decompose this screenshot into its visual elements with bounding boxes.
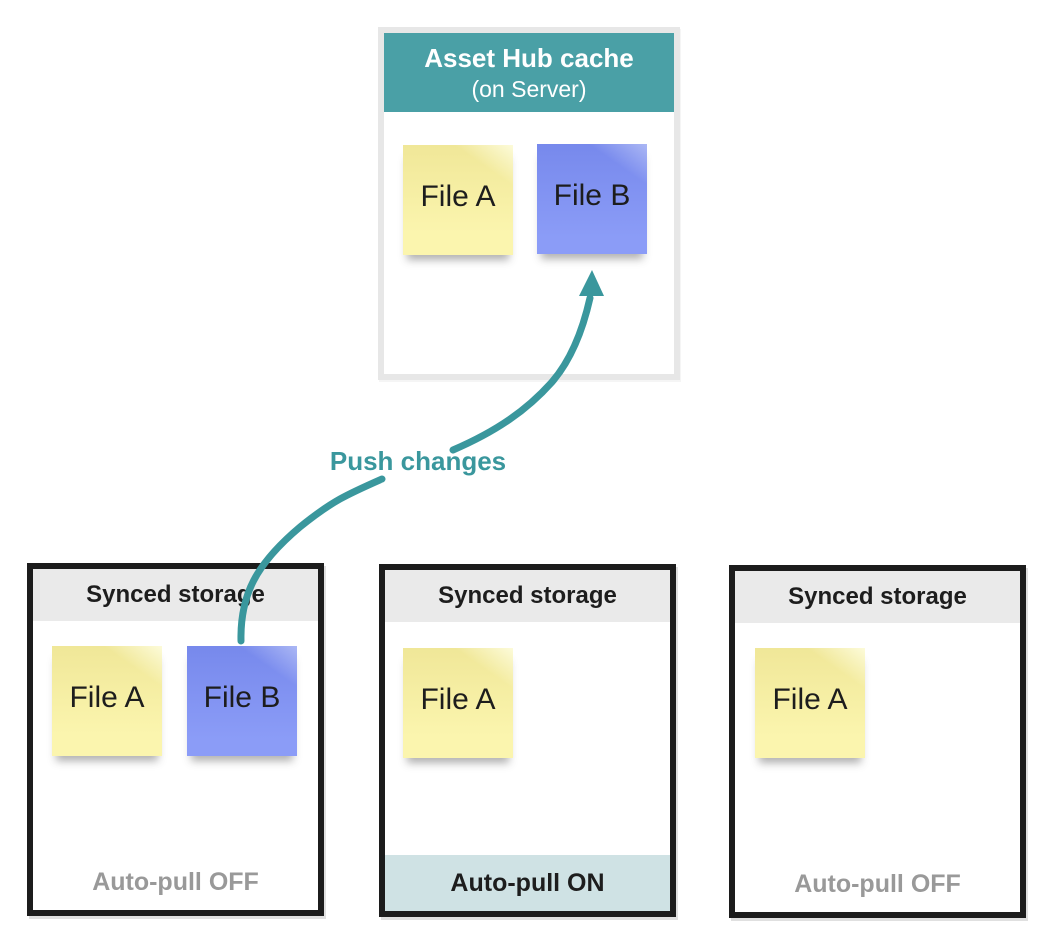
storage2-file-note-a: File A: [403, 648, 513, 758]
storage1-file-note-a: File A: [52, 646, 162, 756]
storage-header: Synced storage: [33, 569, 318, 621]
file-label: File A: [420, 180, 496, 213]
asset-hub-cache-box: Asset Hub cache (on Server) File A File …: [378, 27, 680, 380]
storage-title: Synced storage: [86, 581, 265, 608]
storage-header: Synced storage: [385, 570, 670, 622]
storage1-file-note-b: File B: [187, 646, 297, 756]
hub-subtitle: (on Server): [471, 75, 587, 102]
auto-pull-status: Auto-pull ON: [385, 855, 670, 911]
push-changes-label: Push changes: [329, 446, 507, 476]
storage-title: Synced storage: [788, 583, 967, 610]
storage-header: Synced storage: [735, 571, 1020, 623]
asset-hub-cache-header: Asset Hub cache (on Server): [384, 33, 674, 112]
storage-title: Synced storage: [438, 582, 617, 609]
storage3-file-note-a: File A: [755, 648, 865, 758]
auto-pull-label: Auto-pull ON: [450, 868, 605, 897]
file-label: File A: [69, 681, 145, 714]
file-label: File A: [772, 683, 848, 716]
synced-storage-box-1: Synced storage File A File B Auto-pull O…: [27, 563, 324, 916]
hub-file-note-a: File A: [403, 145, 513, 255]
synced-storage-box-2: Synced storage File A Auto-pull ON: [379, 564, 676, 917]
auto-pull-label: Auto-pull OFF: [794, 869, 961, 898]
auto-pull-status: Auto-pull OFF: [735, 856, 1020, 912]
hub-file-note-b: File B: [537, 144, 647, 254]
auto-pull-status: Auto-pull OFF: [33, 854, 318, 910]
auto-pull-label: Auto-pull OFF: [92, 867, 259, 896]
file-label: File B: [203, 681, 281, 714]
hub-title: Asset Hub cache: [424, 42, 634, 73]
file-label: File A: [420, 683, 496, 716]
file-label: File B: [553, 179, 631, 212]
synced-storage-box-3: Synced storage File A Auto-pull OFF: [729, 565, 1026, 918]
